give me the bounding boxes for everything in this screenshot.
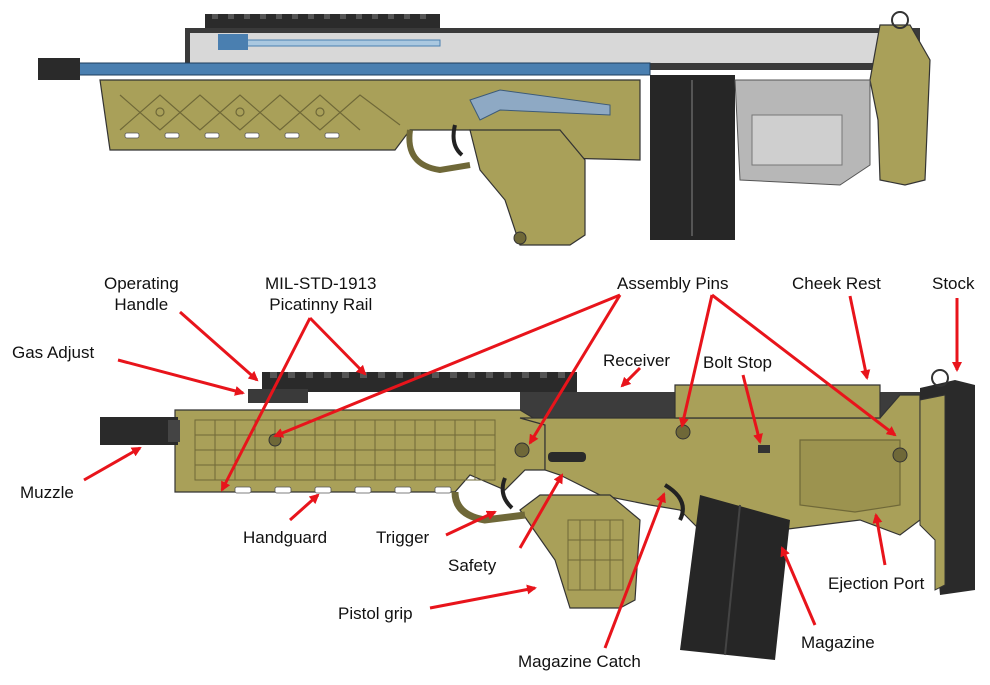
exterior-bolt-stop	[758, 445, 770, 453]
arrow-safety	[518, 473, 564, 549]
exterior-ejection-port	[799, 439, 901, 513]
cutaway-grip-screw	[513, 231, 527, 245]
exterior-handguard-grid	[194, 419, 496, 481]
label-assembly-pins: Assembly Pins	[617, 274, 729, 293]
exterior-trigger-guard	[451, 491, 526, 524]
arrow-handguard	[289, 493, 320, 522]
arrow-trigger	[445, 510, 497, 537]
callout-arrows	[83, 293, 962, 649]
cutaway-chute-window	[751, 114, 843, 166]
arrow-operating-handle	[179, 310, 259, 382]
exterior-safety	[548, 452, 586, 462]
cutaway-handguard-lattice	[119, 94, 401, 131]
arrow-pistol-grip	[429, 584, 537, 610]
label-picatinny-line1: MIL-STD-1913	[265, 274, 377, 293]
arrow-muzzle	[83, 446, 142, 482]
arrow-assembly-4	[711, 293, 897, 437]
arrow-receiver	[620, 366, 642, 388]
exterior-sling-loop	[931, 369, 949, 387]
cutaway-pistol-grip	[469, 129, 586, 246]
arrow-picatinny-1	[308, 316, 367, 376]
cutaway-barrel	[69, 62, 651, 76]
exterior-bolt-pin	[675, 424, 691, 440]
exterior-magazine	[680, 495, 790, 660]
arrow-cheek-rest	[848, 295, 871, 380]
arrow-gas-adjust	[117, 358, 245, 396]
cutaway-vent-slots	[124, 132, 340, 139]
cutaway-gas-block	[218, 34, 248, 50]
arrow-assembly-2	[528, 294, 622, 445]
label-magazine: Magazine	[801, 633, 875, 652]
arrow-magazine	[780, 546, 817, 626]
cutaway-rail-teeth	[212, 14, 426, 19]
cutaway-bore-cavity	[190, 33, 910, 63]
cutaway-operating-rod	[239, 39, 441, 47]
label-bolt-stop: Bolt Stop	[703, 353, 772, 372]
cutaway-rifle	[38, 11, 931, 246]
exterior-trigger	[500, 477, 514, 510]
label-safety: Safety	[448, 556, 497, 575]
label-cheek-rest: Cheek Rest	[792, 274, 881, 293]
cutaway-stock	[869, 24, 931, 186]
label-magazine-catch: Magazine Catch	[518, 652, 641, 671]
arrow-assembly-1	[273, 293, 621, 438]
cutaway-trigger-guard	[406, 129, 471, 174]
arrow-assembly-3	[678, 294, 714, 428]
label-stock: Stock	[932, 274, 975, 293]
exterior-mid-pin	[514, 442, 530, 458]
exterior-top-rail	[262, 372, 577, 392]
label-ejection-port: Ejection Port	[828, 574, 925, 593]
label-trigger: Trigger	[376, 528, 430, 547]
cutaway-sling-loop	[891, 11, 909, 29]
exterior-cheek-rest	[674, 384, 881, 419]
label-operating-handle-line1: Operating	[104, 274, 179, 293]
cutaway-trigger-linkage	[469, 89, 611, 121]
label-pistol-grip: Pistol grip	[338, 604, 413, 623]
label-muzzle: Muzzle	[20, 483, 74, 502]
exterior-vent-slots	[234, 486, 452, 494]
label-handguard: Handguard	[243, 528, 328, 547]
exterior-rear-pin	[892, 447, 908, 463]
label-receiver: Receiver	[603, 351, 671, 370]
exterior-muzzle	[100, 417, 178, 445]
arrow-magazine-catch	[603, 492, 666, 649]
exterior-magazine-catch	[663, 483, 685, 521]
cutaway-trigger	[451, 124, 464, 157]
exterior-rifle	[100, 369, 975, 660]
arrow-ejection-port	[872, 513, 887, 566]
exterior-grip-texture	[567, 519, 624, 591]
label-picatinny-rail: MIL-STD-1913 Picatinny Rail	[265, 273, 376, 315]
exterior-operating-handle	[248, 389, 308, 403]
arrow-picatinny-2	[220, 317, 312, 492]
label-operating-handle: Operating Handle	[104, 273, 179, 315]
label-operating-handle-line2: Handle	[114, 295, 169, 314]
label-gas-adjust: Gas Adjust	[12, 343, 95, 362]
arrow-bolt-stop	[741, 374, 763, 444]
cutaway-muzzle	[38, 58, 80, 80]
label-picatinny-line2: Picatinny Rail	[269, 295, 373, 314]
